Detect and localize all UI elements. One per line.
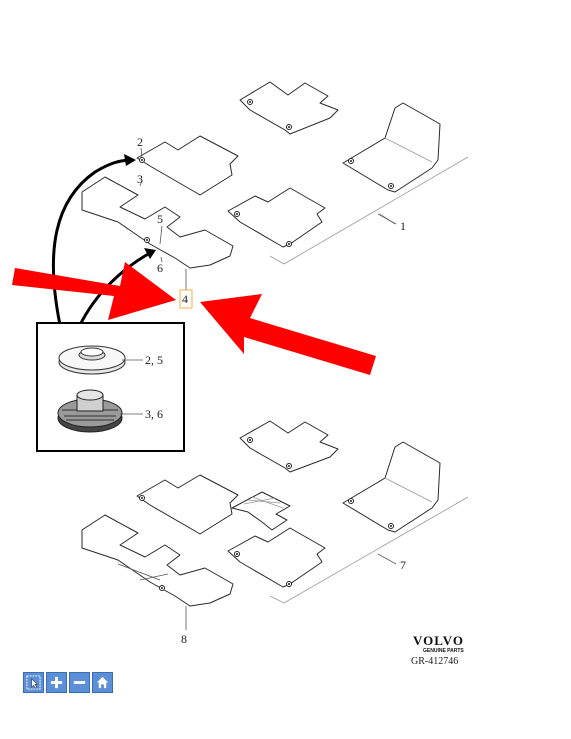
callout-3: 3: [137, 172, 143, 186]
callout-6: 6: [157, 261, 163, 275]
zoom-out-button[interactable]: [69, 672, 90, 693]
mat-boot-upper: [342, 102, 441, 193]
volvo-genuine-parts-text: GENUINE PARTS: [423, 648, 464, 654]
callout-7: 7: [400, 558, 406, 572]
callout-2: 2: [137, 135, 143, 149]
zoom-in-button[interactable]: [46, 672, 67, 693]
zoom-in-plus-icon: [50, 676, 63, 689]
zoom-out-minus-icon: [73, 681, 86, 684]
clip-washer-part: [58, 345, 126, 375]
floor-baseline-lower: [269, 496, 469, 604]
mat-tunnel-lower: [231, 491, 291, 531]
callout-8: 8: [181, 632, 187, 646]
inset-label-part-a: 2, 5: [145, 353, 163, 367]
mat-rear-left-lower: [239, 420, 339, 473]
mat-front-left-upper: [81, 176, 234, 269]
inset-detail-box: [36, 322, 185, 452]
mat-rear-right-upper: [227, 187, 326, 248]
volvo-logo-text: VOLVO: [413, 633, 464, 648]
mat-boot-lower: [342, 441, 441, 533]
inset-label-part-b: 3, 6: [145, 407, 163, 421]
mat-front-left-lower: [81, 514, 234, 607]
mat-rear-left-upper: [239, 81, 339, 135]
mat-rear-right-lower: [227, 527, 326, 588]
viewer-toolbar: [23, 672, 113, 693]
mat-front-right-upper: [136, 135, 239, 196]
callout-4: 4: [182, 292, 188, 306]
red-arrow-left: [12, 262, 176, 320]
reference-code: GR-412746: [411, 656, 458, 667]
black-arrow-to-clip-5: [78, 251, 151, 326]
mat-front-right-lower: [136, 474, 239, 535]
red-arrow-right: [200, 294, 376, 375]
callout-1: 1: [400, 219, 406, 233]
home-icon: [96, 676, 109, 689]
select-tool-button[interactable]: [23, 672, 44, 693]
callout-4-highlight: [179, 289, 193, 309]
clip-ribbed-part: [57, 389, 123, 433]
home-button[interactable]: [92, 672, 113, 693]
callout-5: 5: [157, 212, 163, 226]
floor-baseline-upper: [269, 156, 469, 265]
cursor-select-icon: [26, 675, 41, 690]
